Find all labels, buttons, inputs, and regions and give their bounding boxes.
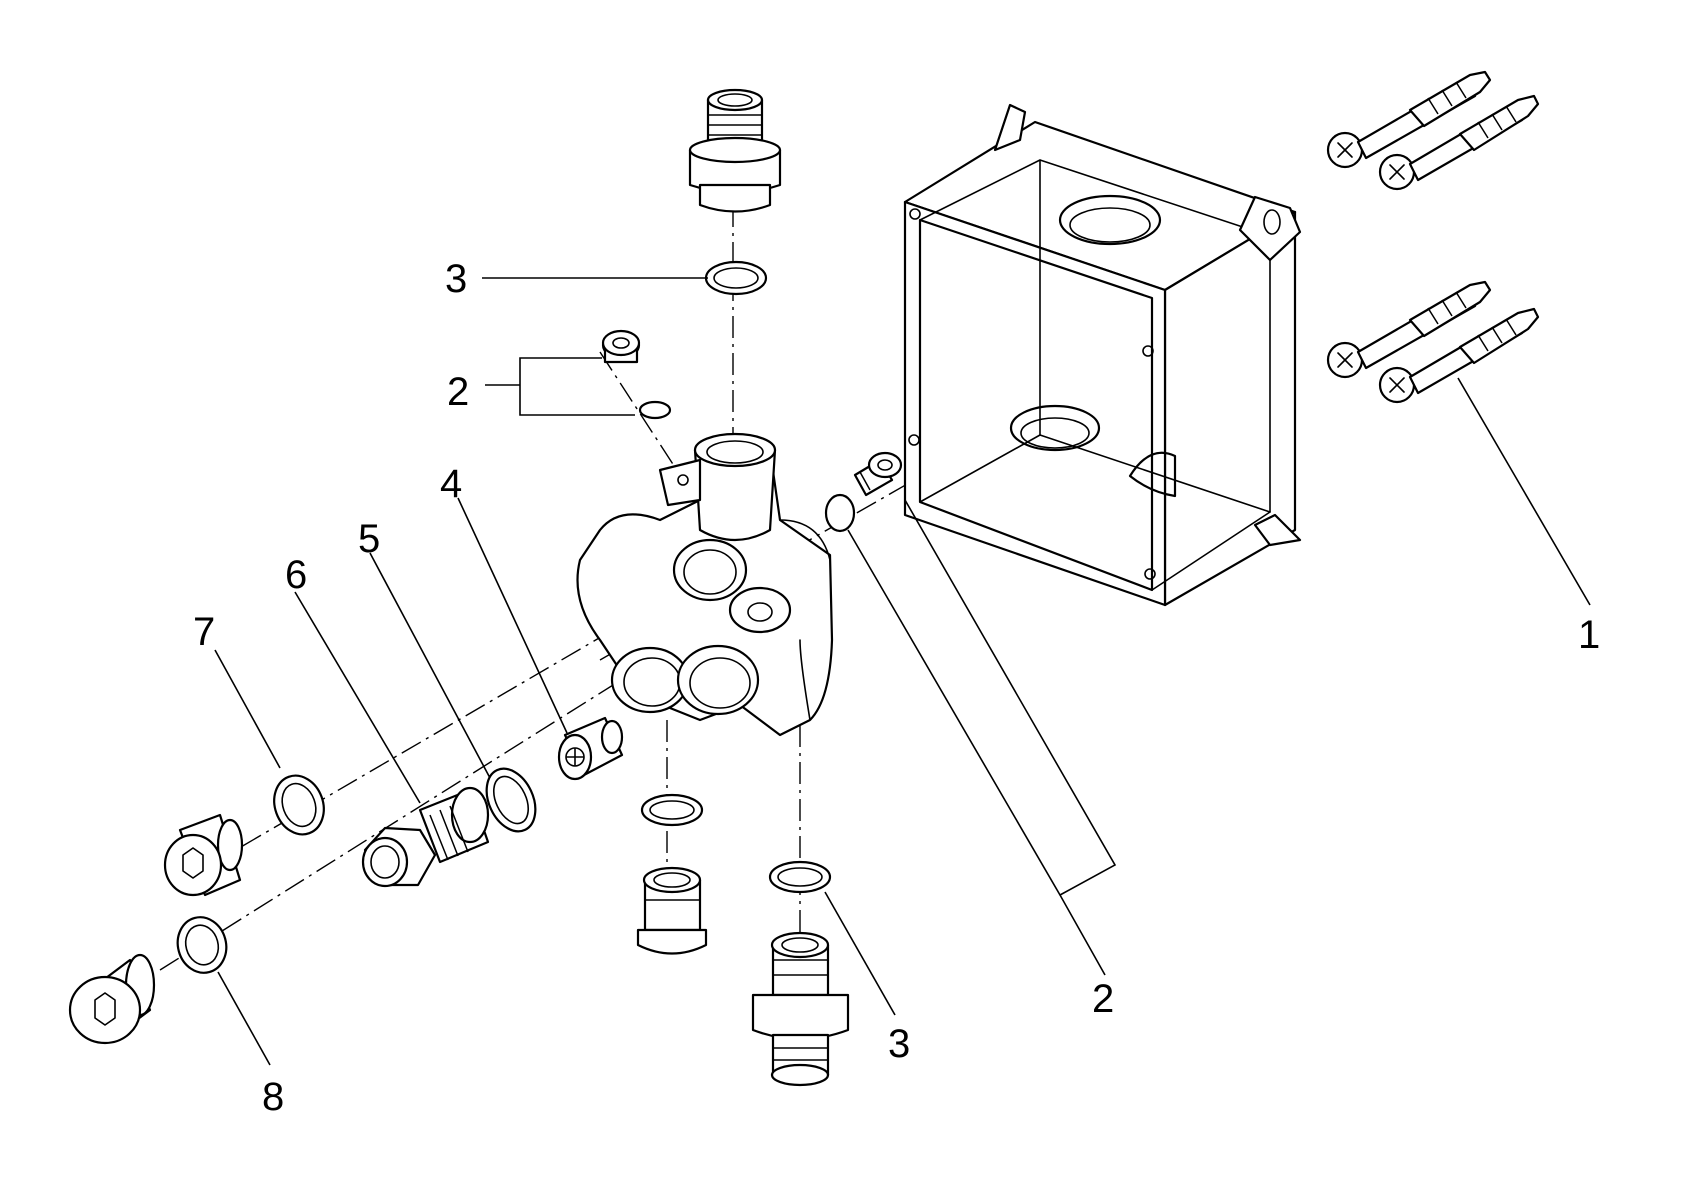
leader-lines [214, 277, 1591, 1066]
small-plug-top [601, 329, 641, 364]
o-ring-right [824, 493, 856, 533]
bottom-connector-left [636, 866, 708, 955]
o-ring-part-7 [273, 774, 325, 836]
screw-anchor-2 [1378, 94, 1540, 191]
callout-labels: 1 2 2 3 3 4 5 6 7 8 [193, 257, 1600, 1119]
callout-1: 1 [1578, 613, 1600, 657]
hex-socket-plug-lower [68, 953, 156, 1045]
hex-socket-plug-upper [163, 813, 244, 897]
small-plug-right [853, 451, 903, 497]
callout-3-bottom: 3 [888, 1022, 910, 1066]
callout-5: 5 [358, 517, 380, 561]
small-o-ring-top [638, 400, 672, 420]
callout-4: 4 [440, 462, 462, 506]
screws-and-anchors [1326, 70, 1540, 404]
callout-3-top: 3 [445, 257, 467, 301]
valve-body [576, 432, 834, 737]
check-valve-cartridge [557, 716, 624, 781]
o-ring-bottom-left [640, 793, 704, 827]
callout-7: 7 [193, 610, 215, 654]
bottom-threaded-connector [751, 931, 850, 1087]
screw-anchor-3 [1326, 280, 1492, 379]
o-ring-part-5 [485, 767, 537, 833]
top-threaded-connector [688, 88, 782, 213]
wall-box [903, 103, 1302, 607]
o-ring-bottom-right [768, 860, 832, 894]
o-ring-top [704, 260, 768, 296]
callout-2-bottom: 2 [1092, 977, 1114, 1021]
callout-6: 6 [285, 553, 307, 597]
o-ring-part-8 [176, 916, 228, 974]
callout-8: 8 [262, 1075, 284, 1119]
hex-threaded-plug [361, 786, 490, 888]
callout-2-top: 2 [447, 370, 469, 414]
screw-anchor-1 [1326, 70, 1492, 169]
screw-anchor-4 [1378, 307, 1540, 404]
